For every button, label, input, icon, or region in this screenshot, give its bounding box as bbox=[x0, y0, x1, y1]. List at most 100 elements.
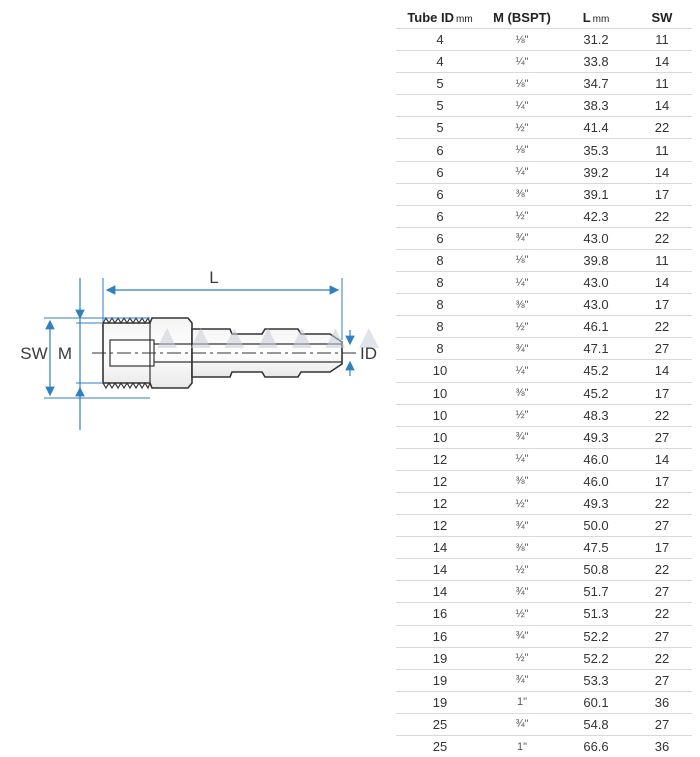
cell-spanner-size: 11 bbox=[632, 249, 692, 271]
header-spanner-size: SW bbox=[632, 6, 692, 29]
cell-tube-id: 14 bbox=[396, 537, 484, 559]
cell-tube-id: 12 bbox=[396, 470, 484, 492]
cell-length: 50.0 bbox=[560, 515, 632, 537]
cell-length: 31.2 bbox=[560, 29, 632, 51]
cell-spanner-size: 22 bbox=[632, 404, 692, 426]
cell-spanner-size: 27 bbox=[632, 338, 692, 360]
cell-spanner-size: 11 bbox=[632, 139, 692, 161]
label-L: L bbox=[209, 268, 218, 287]
cell-tube-id: 14 bbox=[396, 559, 484, 581]
cell-spanner-size: 27 bbox=[632, 515, 692, 537]
cell-tube-id: 4 bbox=[396, 51, 484, 73]
cell-length: 52.2 bbox=[560, 647, 632, 669]
cell-tube-id: 19 bbox=[396, 647, 484, 669]
cell-tube-id: 6 bbox=[396, 205, 484, 227]
cell-tube-id: 14 bbox=[396, 581, 484, 603]
cell-tube-id: 8 bbox=[396, 316, 484, 338]
cell-thread: ½" bbox=[484, 603, 560, 625]
cell-thread: ½" bbox=[484, 117, 560, 139]
cell-thread: ¼" bbox=[484, 161, 560, 183]
cell-length: 50.8 bbox=[560, 559, 632, 581]
cell-spanner-size: 14 bbox=[632, 95, 692, 117]
cell-spanner-size: 14 bbox=[632, 272, 692, 294]
cell-spanner-size: 22 bbox=[632, 205, 692, 227]
cell-tube-id: 5 bbox=[396, 117, 484, 139]
cell-thread: ⅜" bbox=[484, 382, 560, 404]
cell-thread: ¼" bbox=[484, 272, 560, 294]
cell-spanner-size: 36 bbox=[632, 736, 692, 757]
cell-spanner-size: 14 bbox=[632, 448, 692, 470]
cell-length: 43.0 bbox=[560, 294, 632, 316]
cell-spanner-size: 22 bbox=[632, 227, 692, 249]
cell-tube-id: 25 bbox=[396, 736, 484, 757]
cell-spanner-size: 17 bbox=[632, 382, 692, 404]
cell-thread: 1" bbox=[484, 736, 560, 757]
cell-thread: ¾" bbox=[484, 625, 560, 647]
cell-length: 39.8 bbox=[560, 249, 632, 271]
cell-length: 45.2 bbox=[560, 382, 632, 404]
cell-spanner-size: 17 bbox=[632, 470, 692, 492]
cell-tube-id: 8 bbox=[396, 294, 484, 316]
cell-thread: ¼" bbox=[484, 360, 560, 382]
cell-length: 46.0 bbox=[560, 470, 632, 492]
cell-tube-id: 25 bbox=[396, 713, 484, 735]
cell-thread: ⅜" bbox=[484, 470, 560, 492]
cell-thread: ¾" bbox=[484, 669, 560, 691]
cell-spanner-size: 27 bbox=[632, 669, 692, 691]
cell-length: 51.7 bbox=[560, 581, 632, 603]
cell-spanner-size: 22 bbox=[632, 492, 692, 514]
cell-thread: ¼" bbox=[484, 448, 560, 470]
cell-length: 48.3 bbox=[560, 404, 632, 426]
cell-spanner-size: 27 bbox=[632, 581, 692, 603]
cell-thread: ¼" bbox=[484, 51, 560, 73]
cell-spanner-size: 22 bbox=[632, 647, 692, 669]
cell-length: 39.1 bbox=[560, 183, 632, 205]
cell-length: 46.0 bbox=[560, 448, 632, 470]
cell-thread: ½" bbox=[484, 492, 560, 514]
cell-tube-id: 6 bbox=[396, 161, 484, 183]
cell-thread: ¾" bbox=[484, 227, 560, 249]
cell-spanner-size: 22 bbox=[632, 603, 692, 625]
cell-length: 66.6 bbox=[560, 736, 632, 757]
cell-tube-id: 6 bbox=[396, 139, 484, 161]
cell-length: 45.2 bbox=[560, 360, 632, 382]
cell-length: 47.5 bbox=[560, 537, 632, 559]
cell-thread: ⅜" bbox=[484, 537, 560, 559]
cell-tube-id: 10 bbox=[396, 360, 484, 382]
cell-spanner-size: 11 bbox=[632, 29, 692, 51]
cell-tube-id: 6 bbox=[396, 183, 484, 205]
cell-length: 35.3 bbox=[560, 139, 632, 161]
cell-thread: ½" bbox=[484, 559, 560, 581]
cell-tube-id: 8 bbox=[396, 272, 484, 294]
cell-tube-id: 19 bbox=[396, 691, 484, 713]
cell-tube-id: 16 bbox=[396, 603, 484, 625]
cell-thread: ½" bbox=[484, 205, 560, 227]
cell-thread: ½" bbox=[484, 404, 560, 426]
cell-tube-id: 8 bbox=[396, 249, 484, 271]
label-ID: ID bbox=[360, 344, 377, 363]
cell-spanner-size: 27 bbox=[632, 625, 692, 647]
